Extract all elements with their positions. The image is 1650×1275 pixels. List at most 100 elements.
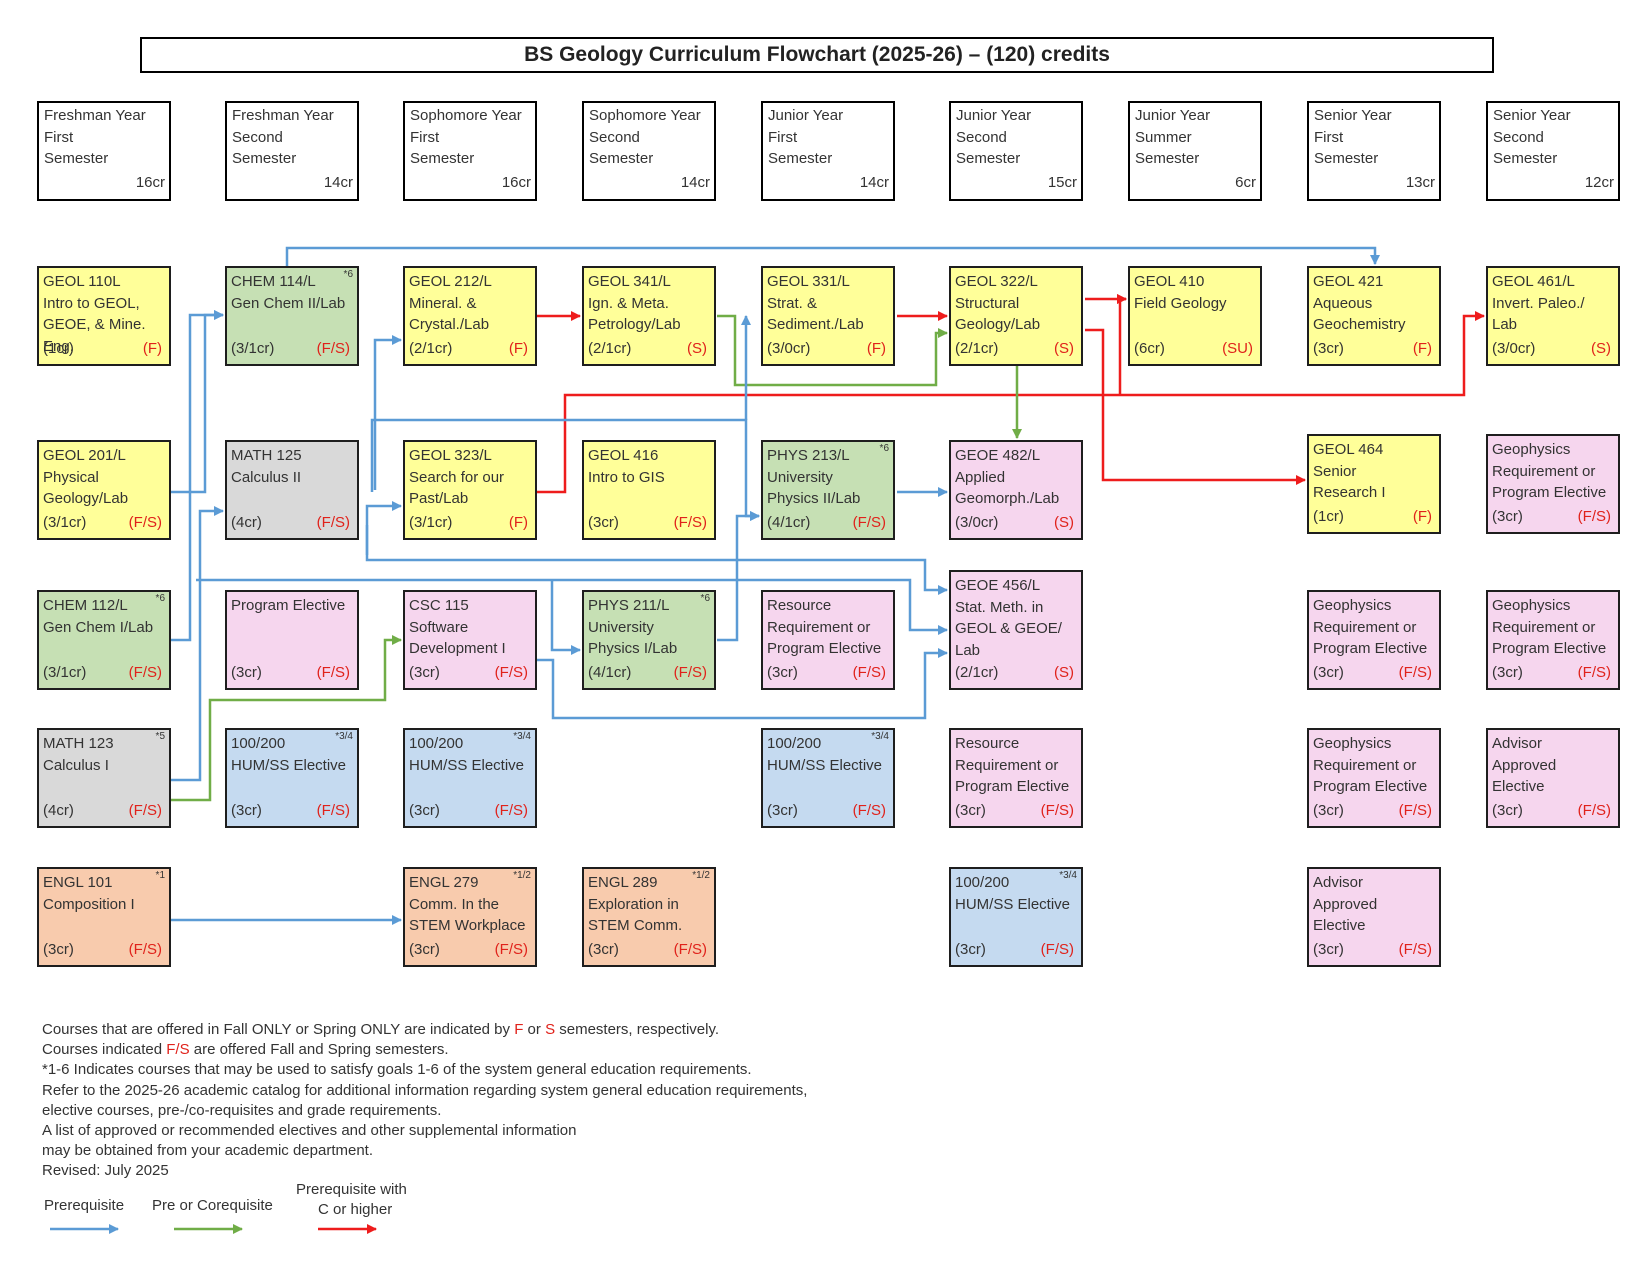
course-box-math125: MATH 125 Calculus II(4cr)(F/S) <box>225 440 359 540</box>
course-term: (F/S) <box>852 513 886 531</box>
course-term: (F/S) <box>316 801 350 819</box>
course-box-resreq1: Resource Requirement or Program Elective… <box>761 590 895 690</box>
course-credits: (3/1cr) <box>409 513 453 531</box>
semester-label-line: First <box>410 128 440 146</box>
course-box-hum1: 100/200 HUM/SS Elective(3cr)(F/S)*3/4 <box>225 728 359 828</box>
semester-label-line: Semester <box>1135 150 1200 167</box>
course-term: (F/S) <box>494 940 528 958</box>
course-term: (F/S) <box>494 663 528 681</box>
course-term: (F/S) <box>316 663 350 681</box>
course-box-hum3: 100/200 HUM/SS Elective(3cr)(F/S)*3/4 <box>761 728 895 828</box>
semester-label-line: Semester <box>44 150 109 167</box>
semester-label-line: Second <box>956 128 1007 146</box>
semester-credits: 16cr <box>135 173 165 191</box>
course-term: (F/S) <box>128 801 162 819</box>
course-credits: (2/1cr) <box>409 339 453 357</box>
course-name: GEOE 482/L Applied Geomorph./Lab <box>955 447 1060 507</box>
course-name: MATH 125 Calculus II <box>231 447 302 486</box>
course-box-geol416: GEOL 416 Intro to GIS (3cr) (F/S) <box>582 440 716 540</box>
note-line-1: Courses that are offered in Fall ONLY or… <box>42 1021 720 1038</box>
semester-credits: 16cr <box>501 173 531 191</box>
course-gen-ed-note: *3/4 <box>871 731 889 742</box>
course-term: (F/S) <box>316 339 350 357</box>
page-title: BS Geology Curriculum Flowchart (2025-26… <box>140 37 1494 73</box>
course-box-resreq2: Resource Requirement or Program Elective… <box>949 728 1083 828</box>
legend-prerequisite-label: Prerequisite <box>44 1197 125 1214</box>
course-name: GEOL 464 Senior Research I <box>1313 441 1386 501</box>
course-gen-ed-note: *3/4 <box>335 731 353 742</box>
course-term: (F) <box>508 513 528 531</box>
course-name: GEOL 416 Intro to GIS <box>588 447 665 486</box>
semester-credits: 14cr <box>680 173 710 191</box>
note-line-4: Refer to the 2025-26 academic catalog fo… <box>42 1081 808 1099</box>
legend-cgrade-label-1: Prerequisite with <box>296 1181 407 1198</box>
course-credits: (3cr) <box>1492 507 1523 525</box>
semester-credits: 15cr <box>1047 173 1077 191</box>
course-term: (F/S) <box>673 513 707 531</box>
course-credits: (3cr) <box>231 801 262 819</box>
note-line-8: Revised: July 2025 <box>42 1162 169 1180</box>
semester-label-line: First <box>1314 128 1344 146</box>
course-credits: (3cr) <box>409 940 440 958</box>
course-gen-ed-note: *1 <box>155 870 165 881</box>
course-term: (F/S) <box>494 801 528 819</box>
course-credits: (3cr) <box>1313 801 1344 819</box>
arrow-math125-to-geol323 <box>365 501 402 555</box>
course-box-progelec: Program Elective(3cr)(F/S) <box>225 590 359 690</box>
course-credits: (3/1cr) <box>43 513 87 531</box>
course-name: Advisor Approved Elective <box>1313 874 1378 934</box>
semester-label-line: Freshman Year <box>232 107 334 124</box>
course-box-geol201: GEOL 201/L Physical Geology/Lab(3/1cr)(F… <box>37 440 171 540</box>
course-term: (F) <box>142 339 162 357</box>
course-term: (SU) <box>1222 339 1253 357</box>
course-name: Geophysics Requirement or Program Electi… <box>1313 735 1428 795</box>
course-box-engl279: ENGL 279 Comm. In the STEM Workplace(3cr… <box>403 867 537 967</box>
course-credits: (3cr) <box>43 940 74 958</box>
course-term: (F/S) <box>852 801 886 819</box>
course-credits: (3cr) <box>409 801 440 819</box>
semester-credits: 6cr <box>1235 173 1256 191</box>
arrow-chem114-to-geol421 <box>285 246 1380 266</box>
arrow-chem112-to-phys211 <box>550 580 581 655</box>
arrow-csc115-to-geoe456 <box>537 648 948 720</box>
course-name: 100/200 HUM/SS Elective <box>409 735 525 774</box>
semester-label-line: Sophomore Year <box>589 107 701 124</box>
course-gen-ed-note: *3/4 <box>513 731 531 742</box>
course-box-adv2: Advisor Approved Elective(3cr)(F/S) <box>1307 867 1441 967</box>
course-box-csc115: CSC 115 Software Development I(3cr)(F/S) <box>403 590 537 690</box>
semester-label-line: Semester <box>410 150 475 167</box>
course-box-geol410: GEOL 410 Field Geology(6cr)(SU) <box>1128 266 1262 366</box>
course-credits: (4cr) <box>43 801 74 819</box>
course-name: GEOL 323/L Search for our Past/Lab <box>409 447 505 507</box>
semester-credits: 14cr <box>323 173 353 191</box>
course-box-geoe456: GEOE 456/L Stat. Meth. in GEOL & GEOE/ L… <box>949 570 1083 690</box>
footnotes: Courses that are offered in Fall ONLY or… <box>42 1020 807 1182</box>
course-name: 100/200 HUM/SS Elective <box>767 735 883 774</box>
course-credits: (2/1cr) <box>588 339 632 357</box>
course-name: Resource Requirement or Program Elective <box>955 735 1070 795</box>
semester-label-line: Second <box>1493 128 1544 146</box>
course-box-geol421: GEOL 421 Aqueous Geochemistry(3cr)(F) <box>1307 266 1441 366</box>
course-box-engl101: ENGL 101 Composition I(3cr)(F/S)*1 <box>37 867 171 967</box>
course-credits: (3/0cr) <box>767 339 811 357</box>
semester-label-line: Freshman Year <box>44 107 146 124</box>
course-credits: (3cr) <box>409 663 440 681</box>
semester-label-line: Semester <box>956 150 1021 167</box>
course-credits: (3/0cr) <box>1492 339 1536 357</box>
course-term: (F/S) <box>128 663 162 681</box>
course-box-geol323: GEOL 323/L Search for our Past/Lab (3/1cr… <box>403 440 537 540</box>
course-name: Program Elective <box>231 597 346 614</box>
course-box-geo_s7_r4: Geophysics Requirement or Program Electi… <box>1307 728 1441 828</box>
course-credits: (3cr) <box>588 513 619 531</box>
course-credits: (2/1cr) <box>955 339 999 357</box>
course-box-adv1: Advisor Approved Elective(3cr)(F/S) <box>1486 728 1620 828</box>
note-line-5: elective courses, pre-/co-requisites and… <box>42 1101 442 1119</box>
course-term: (F/S) <box>673 663 707 681</box>
course-name: GEOL 461/L Invert. Paleo./ Lab <box>1492 273 1585 333</box>
course-term: (F) <box>1412 507 1432 525</box>
course-credits: (3cr) <box>1313 663 1344 681</box>
